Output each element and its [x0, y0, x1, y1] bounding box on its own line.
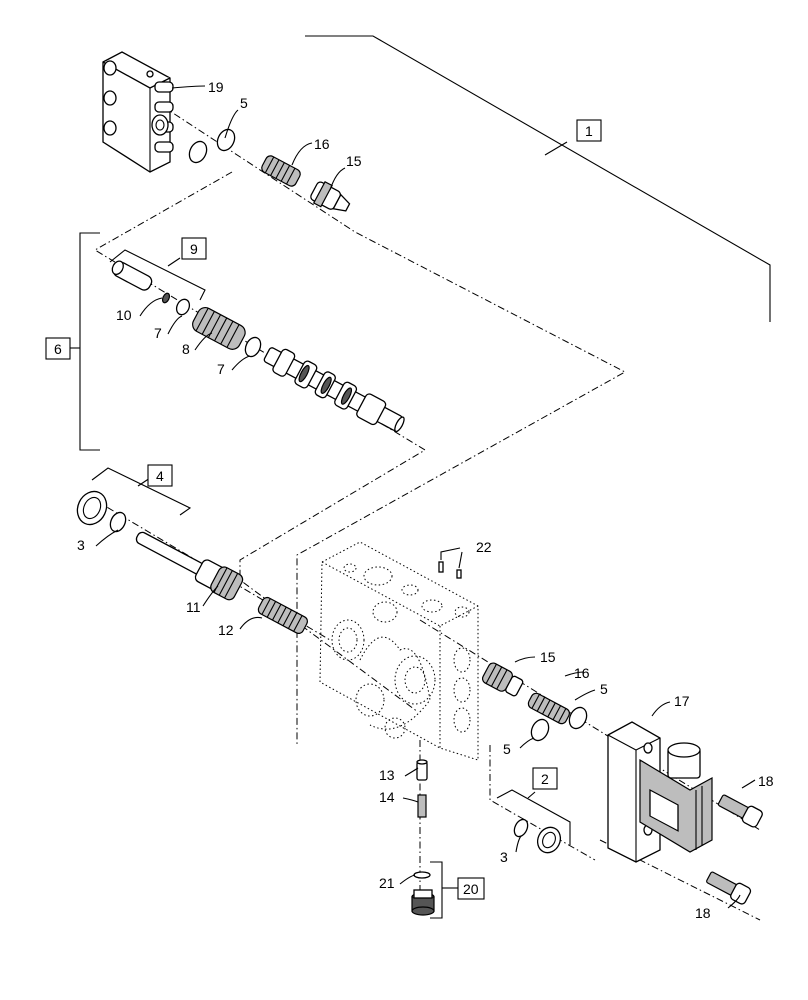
washer-part-7 — [244, 336, 262, 358]
solenoid-part-17 — [607, 721, 713, 863]
callout-10: 10 — [116, 307, 132, 323]
callout-18-lower: 18 — [695, 905, 711, 921]
assembly-bracket-2 — [496, 789, 571, 845]
callout-2: 2 — [541, 771, 549, 787]
callout-16-right: 16 — [574, 665, 590, 681]
callout-21: 21 — [379, 875, 395, 891]
callout-box-9 — [181, 237, 207, 260]
leader-lines — [95, 85, 756, 909]
callout-12: 12 — [218, 622, 234, 638]
callout-3-left: 3 — [77, 537, 85, 553]
spring-part-12 — [257, 596, 309, 634]
assembly-bracket-6 — [70, 232, 100, 451]
callout-11: 11 — [186, 599, 201, 615]
plug-part-3-right — [513, 818, 562, 854]
o-rings-part-5-right — [530, 706, 588, 742]
plug-part-20 — [411, 889, 435, 916]
callout-5-top: 5 — [240, 95, 248, 111]
spring-part-14 — [417, 794, 427, 818]
callout-7-left: 7 — [154, 325, 162, 341]
spring-part-16-right — [527, 692, 571, 725]
spool-part-11 — [135, 531, 244, 601]
callout-15-top: 15 — [346, 153, 362, 169]
callout-14: 14 — [379, 789, 395, 805]
callout-22: 22 — [476, 539, 492, 555]
callout-box-6 — [45, 337, 71, 360]
callout-box-2 — [532, 767, 558, 790]
callout-box-1 — [576, 119, 602, 142]
callout-9: 9 — [190, 241, 198, 257]
o-rings-part-5-top — [188, 128, 236, 164]
callout-5-lower: 5 — [503, 741, 511, 757]
callout-1: 1 — [585, 123, 593, 139]
callout-6: 6 — [54, 341, 62, 357]
callout-13: 13 — [379, 767, 395, 783]
callout-8: 8 — [182, 341, 190, 357]
callout-20: 20 — [463, 881, 479, 897]
callout-19: 19 — [208, 79, 224, 95]
poppet-part-15-right — [481, 662, 524, 697]
assembly-bracket-20 — [430, 861, 458, 919]
callout-3-right: 3 — [500, 849, 508, 865]
main-spool — [263, 347, 405, 433]
spring-part-8 — [192, 307, 246, 350]
valve-body — [319, 541, 479, 761]
callout-18-upper: 18 — [758, 773, 774, 789]
screw-part-18-upper — [717, 794, 763, 828]
callout-4: 4 — [156, 468, 164, 484]
plugs-part-22 — [438, 547, 463, 579]
callout-15-right: 15 — [540, 649, 556, 665]
pin-part-13 — [416, 759, 428, 781]
callout-16-top: 16 — [314, 136, 330, 152]
callout-7-right: 7 — [217, 361, 225, 377]
poppet-part-15-top — [310, 180, 351, 212]
callout-box-4 — [147, 464, 173, 487]
spring-part-16-top — [261, 155, 301, 187]
callout-box-20 — [457, 877, 485, 900]
callout-5-right: 5 — [600, 681, 608, 697]
screw-part-18-lower — [706, 871, 752, 905]
callout-17: 17 — [674, 693, 690, 709]
assembly-bracket-1 — [305, 35, 771, 322]
plunger-part-10 — [111, 260, 191, 316]
end-cap-part-19 — [102, 51, 174, 173]
assembly-bracket-9 — [109, 249, 206, 301]
plug-part-3-left — [76, 490, 127, 533]
o-ring-part-21 — [413, 871, 431, 879]
